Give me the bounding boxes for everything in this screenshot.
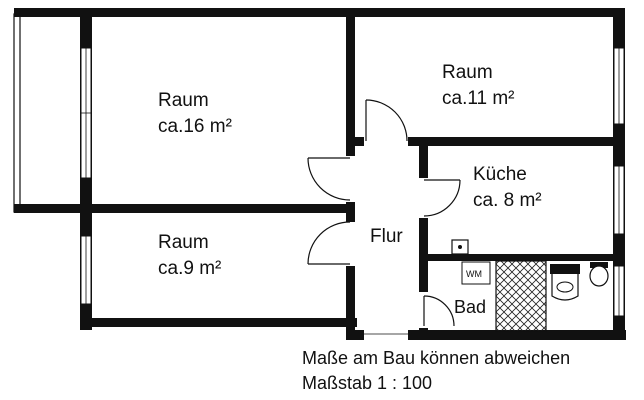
- washing-machine-icon: [461, 261, 491, 285]
- wall-bottom-right: [346, 330, 626, 340]
- disclaimer-note: Maße am Bau können abweichen: [302, 348, 571, 368]
- shower-icon: [495, 260, 547, 332]
- washbasin-icon: [550, 264, 580, 301]
- wall-raum16-raum9: [14, 204, 350, 213]
- room-labels: Raum ca.16 m² Raum ca.11 m² Raum ca.9 m²…: [158, 62, 542, 317]
- windows: [80, 47, 625, 317]
- kitchen-sink-icon: [451, 239, 469, 255]
- washing-machine-label: WM: [466, 269, 482, 279]
- door-raum16: [307, 157, 351, 201]
- doors: [307, 99, 461, 340]
- wall-flur-right: [419, 137, 428, 340]
- kitchen-area: ca. 8 m²: [473, 190, 542, 211]
- door-bad: [423, 295, 455, 327]
- wall-kueche-bad: [419, 254, 625, 261]
- kitchen-name: Küche: [473, 164, 527, 185]
- hall-name: Flur: [370, 226, 403, 247]
- room-9-area: ca.9 m²: [158, 258, 221, 279]
- bathroom-fixtures: [461, 260, 609, 332]
- room-11-area: ca.11 m²: [442, 88, 515, 109]
- door-raum11: [365, 99, 408, 142]
- scale-note: Maßstab 1 : 100: [302, 373, 433, 393]
- room-11-name: Raum: [442, 62, 493, 83]
- balcony: [13, 13, 82, 213]
- room-16-area: ca.16 m²: [158, 116, 232, 137]
- toilet-icon: [589, 262, 609, 287]
- wall-top-outer: [14, 8, 623, 17]
- room-16-name: Raum: [158, 90, 209, 111]
- room-9-name: Raum: [158, 232, 209, 253]
- wall-bottom-left: [80, 318, 357, 327]
- wall-raum11-bottom: [346, 137, 625, 146]
- door-kueche: [423, 179, 461, 217]
- door-raum9: [307, 221, 351, 265]
- bath-name: Bad: [454, 297, 486, 317]
